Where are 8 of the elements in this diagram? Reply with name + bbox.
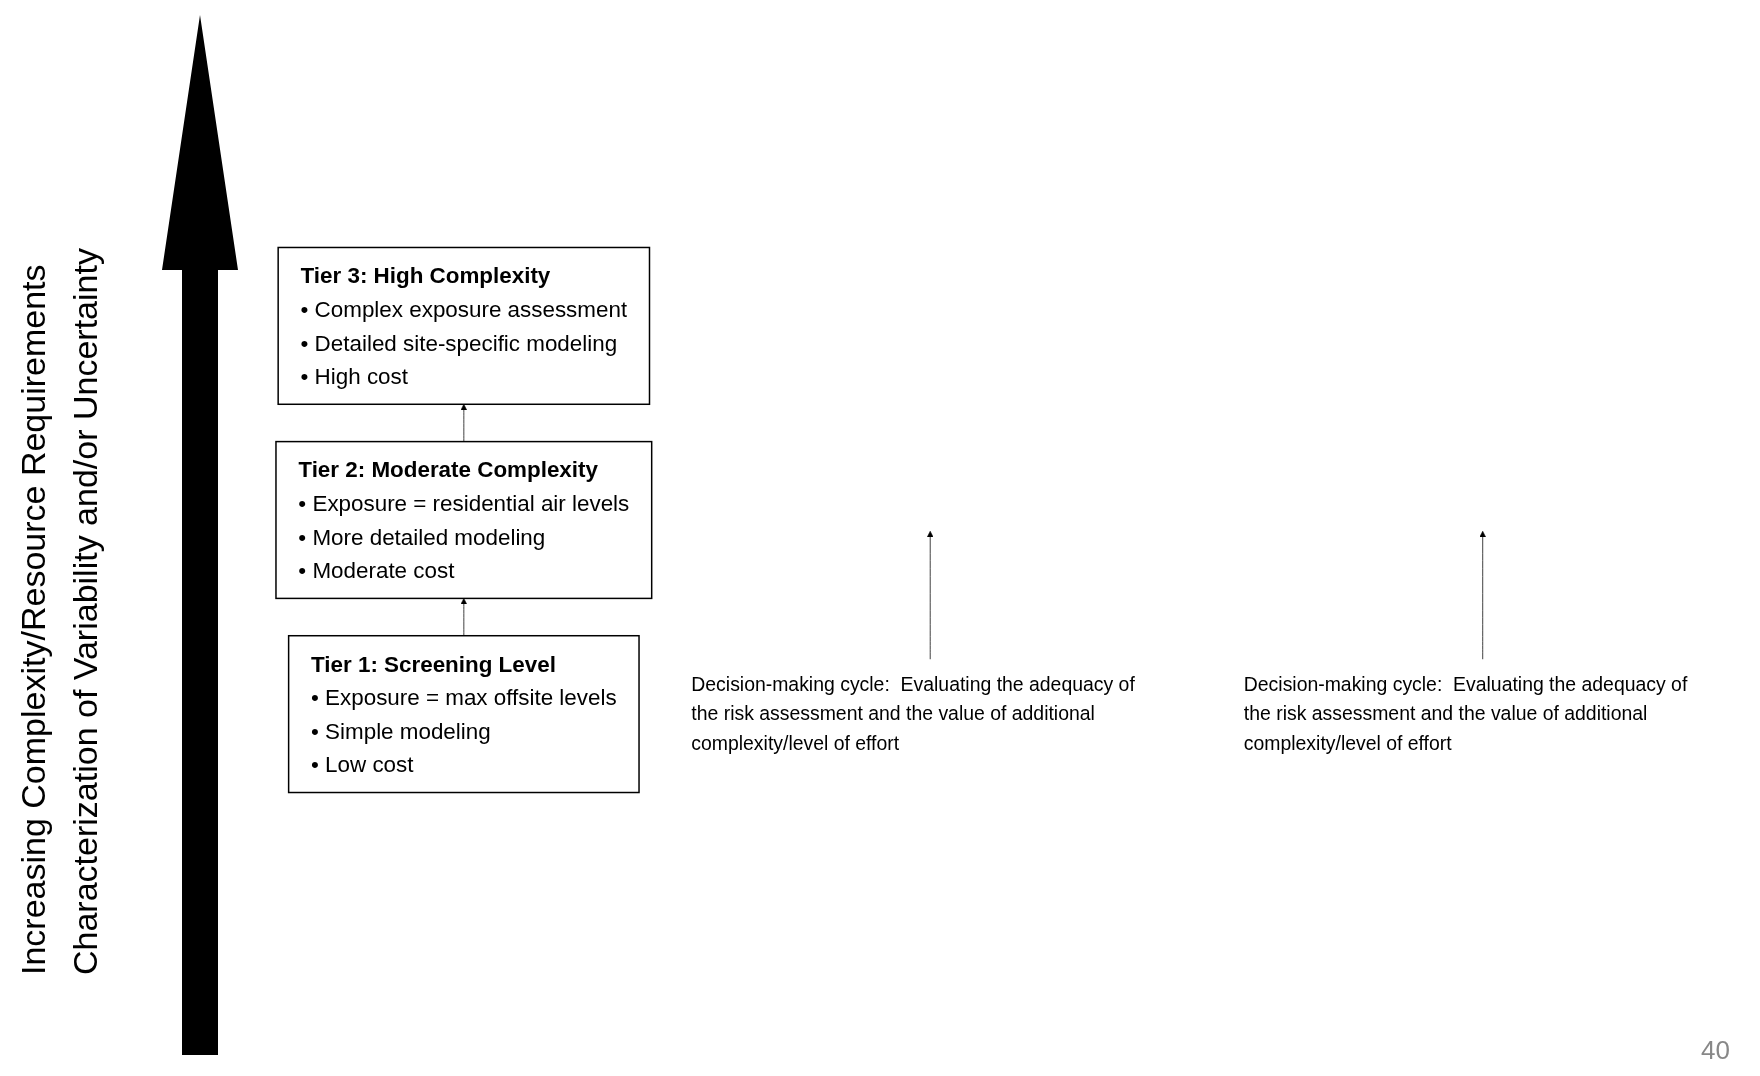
node-box: Tier 3: High Complexity • Complex exposure assessment • Detailed site-specific modeling • High cost	[277, 246, 651, 405]
node-box: Tier 1: Screening Level • Exposure = max offsite levels • Simple modeling • Low cost	[287, 635, 640, 794]
node-text: Decision-making cycle: Evaluating the adequacy of the risk assessment and the value of additional complexity/level of effort	[691, 673, 1135, 755]
axis-label: Increasing Complexity/Resource Requirements	[14, 264, 53, 975]
node-text: Decision-making cycle: Evaluating the adequacy of the risk assessment and the value of additional complexity/level of effort	[1243, 673, 1688, 755]
node-box: Tier 2: Moderate Complexity • Exposure = residential air levels • More detailed modeling • Moderate cost	[275, 440, 653, 600]
page-number: 40	[1701, 1035, 1730, 1066]
axis-label: Characterization of Variability and/or Uncertainty	[66, 248, 105, 975]
